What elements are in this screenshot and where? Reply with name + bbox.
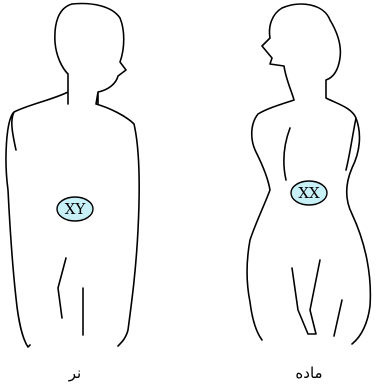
female-body-outline [247,4,370,344]
male-chromosome-label: XY [65,200,87,218]
male-figure: XY نر [6,4,139,382]
male-caption: نر [68,364,81,382]
male-body-outline [6,4,139,347]
female-caption: ماده [295,364,322,382]
female-chromosome-label: XX [298,184,320,202]
female-figure: XX ماده [247,4,370,382]
